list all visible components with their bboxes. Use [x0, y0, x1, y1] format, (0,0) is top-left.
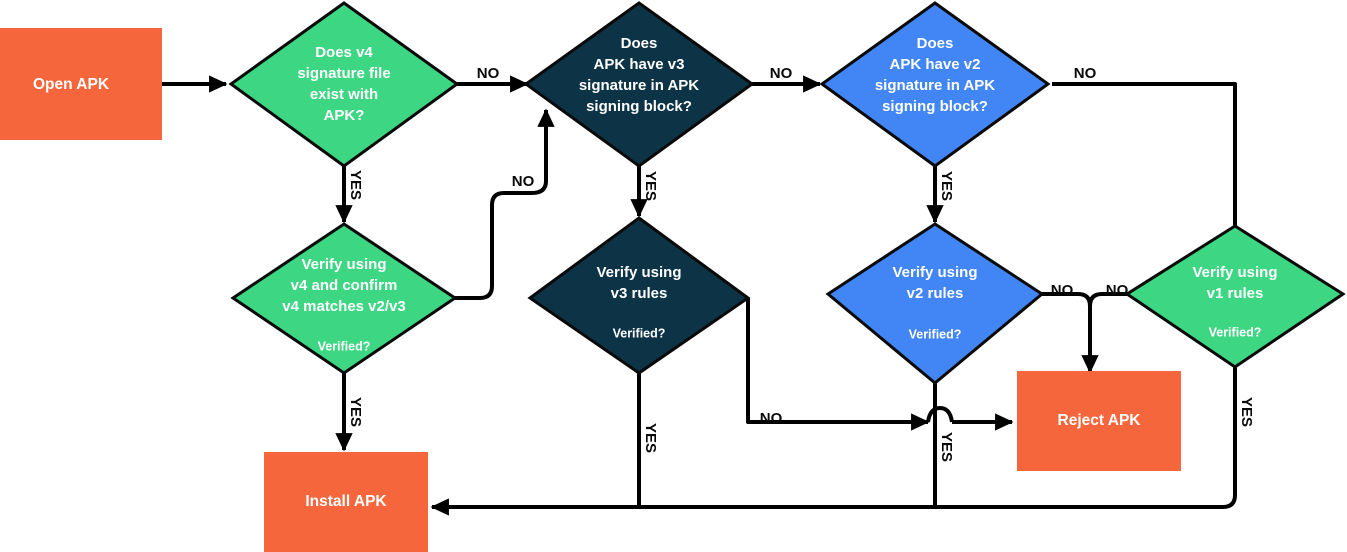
v2-present-diamond[interactable]: [819, 1, 1051, 168]
node-install-apk[interactable]: Install APK: [264, 452, 428, 552]
verify-v2-line-2: v2 rules: [907, 285, 964, 302]
verify-v4-line-3: v4 matches v2/v3: [282, 298, 405, 315]
edge-label-verifyv3-no: NO: [760, 410, 783, 427]
verify-v1-sub: Verified?: [1209, 325, 1262, 339]
edge-verifyv1-no-to-reject: [1088, 292, 1128, 330]
edge-label-verifyv2-no: NO: [1051, 282, 1074, 299]
verify-v4-diamond[interactable]: [230, 222, 458, 375]
verify-v1-diamond[interactable]: [1124, 224, 1346, 369]
edge-label-v3present-yes: YES: [642, 171, 659, 201]
v3-present-line-4: signing block?: [586, 98, 692, 115]
node-verify-v4[interactable]: Verify using v4 and confirm v4 matches v…: [230, 222, 458, 375]
verify-v4-sub: Verified?: [318, 339, 371, 353]
open-apk-label: Open APK: [33, 76, 110, 93]
edge-label-verifyv1-no: NO: [1106, 282, 1129, 299]
v2-present-line-1: Does: [917, 35, 954, 52]
edge-label-verifyv2-yes: YES: [938, 432, 955, 462]
node-v3-present[interactable]: Does APK have v3 signature in APK signin…: [523, 1, 755, 168]
v2-present-line-2: APK have v2: [890, 56, 981, 73]
node-open-apk[interactable]: Open APK: [0, 28, 162, 140]
verify-v3-line-1: Verify using: [596, 264, 681, 281]
v3-present-line-2: APK have v3: [594, 56, 685, 73]
verify-v3-diamond[interactable]: [527, 216, 751, 375]
verify-v4-line-1: Verify using: [301, 256, 386, 273]
verify-v4-line-2: v4 and confirm: [291, 277, 398, 294]
reject-apk-box[interactable]: [1017, 371, 1181, 471]
line-hop-bridge: [926, 406, 954, 423]
edge-label-v2present-no: NO: [1074, 65, 1097, 82]
node-verify-v2[interactable]: Verify using v2 rules Verified?: [825, 222, 1045, 385]
node-v2-present[interactable]: Does APK have v2 signature in APK signin…: [819, 1, 1051, 168]
v4-exists-line-4: APK?: [324, 107, 365, 124]
v3-present-line-1: Does: [621, 35, 658, 52]
v4-exists-line-2: signature file: [297, 65, 390, 82]
v2-present-line-4: signing block?: [882, 98, 988, 115]
edge-label-verifyv4-yes: YES: [347, 397, 364, 427]
v3-present-diamond[interactable]: [523, 1, 755, 168]
open-apk-box[interactable]: [0, 28, 162, 140]
verify-v1-line-1: Verify using: [1192, 264, 1277, 281]
edge-label-verifyv1-yes: YES: [1238, 397, 1255, 427]
edge-v2present-no-to-verifyv1: [1052, 82, 1237, 226]
v4-exists-line-3: exist with: [310, 86, 378, 103]
edge-labels-layer: NO YES NO YES NO YES NO YES NO YES NO YE…: [347, 65, 1255, 462]
edge-label-v3present-no: NO: [770, 65, 793, 82]
edge-label-v4exists-no: NO: [477, 65, 500, 82]
edge-label-v4exists-yes: YES: [347, 170, 364, 200]
edge-label-v2present-yes: YES: [938, 171, 955, 201]
edge-verifyv3-no-to-reject: [746, 298, 930, 431]
v2-present-line-3: signature in APK: [875, 77, 995, 94]
node-reject-apk[interactable]: Reject APK: [1017, 371, 1181, 471]
edge-verifyv1-yes-to-install: [430, 367, 1237, 516]
verify-v3-line-2: v3 rules: [611, 285, 668, 302]
v4-exists-line-1: Does v4: [315, 44, 373, 61]
reject-apk-label: Reject APK: [1058, 412, 1142, 429]
node-verify-v1[interactable]: Verify using v1 rules Verified?: [1124, 224, 1346, 369]
node-v4-exists[interactable]: Does v4 signature file exist with APK?: [228, 1, 460, 168]
edge-label-verifyv4-no: NO: [512, 173, 535, 190]
node-verify-v3[interactable]: Verify using v3 rules Verified?: [527, 216, 751, 375]
edge-label-verifyv3-yes: YES: [642, 423, 659, 453]
verify-v2-sub: Verified?: [909, 327, 962, 341]
edge-verifyv2-no-to-reject: [1042, 292, 1099, 374]
install-apk-label: Install APK: [305, 493, 387, 510]
edge-verifyv4-no-to-v3present: [455, 108, 555, 300]
v4-exists-diamond[interactable]: [228, 1, 460, 168]
verify-v1-line-2: v1 rules: [1207, 285, 1264, 302]
verify-v3-sub: Verified?: [613, 326, 666, 340]
v3-present-line-3: signature in APK: [579, 77, 699, 94]
install-apk-box[interactable]: [264, 452, 428, 552]
edges-layer: [162, 75, 1237, 516]
verify-v2-diamond[interactable]: [825, 222, 1045, 385]
verify-v2-line-1: Verify using: [892, 264, 977, 281]
